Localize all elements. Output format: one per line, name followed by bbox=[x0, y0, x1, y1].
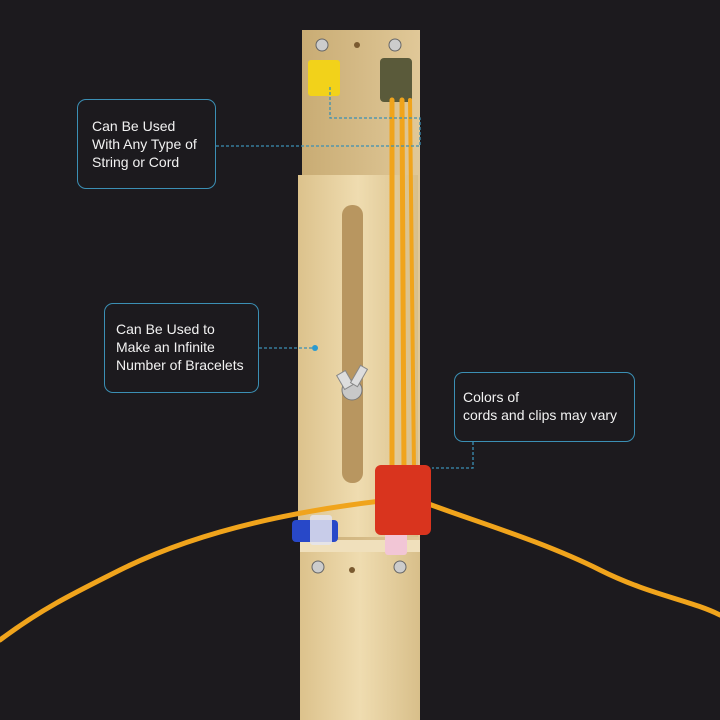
callout-line: cords and clips may vary bbox=[463, 407, 618, 423]
callout-leaders bbox=[216, 85, 474, 469]
red-buckle bbox=[375, 465, 431, 535]
wing-nut-icon bbox=[335, 364, 369, 401]
callout-line: Make an Infinite bbox=[116, 339, 215, 355]
callout-line: With Any Type of bbox=[92, 136, 197, 152]
callout-line: Colors of bbox=[463, 389, 520, 405]
callout-line: Can Be Used bbox=[92, 118, 176, 134]
adjust-slot bbox=[342, 205, 363, 483]
bottom-block bbox=[300, 545, 420, 720]
yellow-clip bbox=[308, 60, 340, 96]
callout-line: String or Cord bbox=[92, 154, 180, 170]
callout-colors-vary: Colors of cords and clips may vary bbox=[454, 372, 635, 442]
callout-line: Number of Bracelets bbox=[116, 357, 244, 373]
green-buckle bbox=[380, 58, 412, 102]
callout-line: Can Be Used to bbox=[116, 321, 215, 337]
callout-infinite-bracelets: Can Be Used to Make an Infinite Number o… bbox=[104, 303, 259, 393]
callout-any-string: Can Be Used With Any Type of String or C… bbox=[77, 99, 216, 189]
paracord bbox=[0, 97, 720, 643]
